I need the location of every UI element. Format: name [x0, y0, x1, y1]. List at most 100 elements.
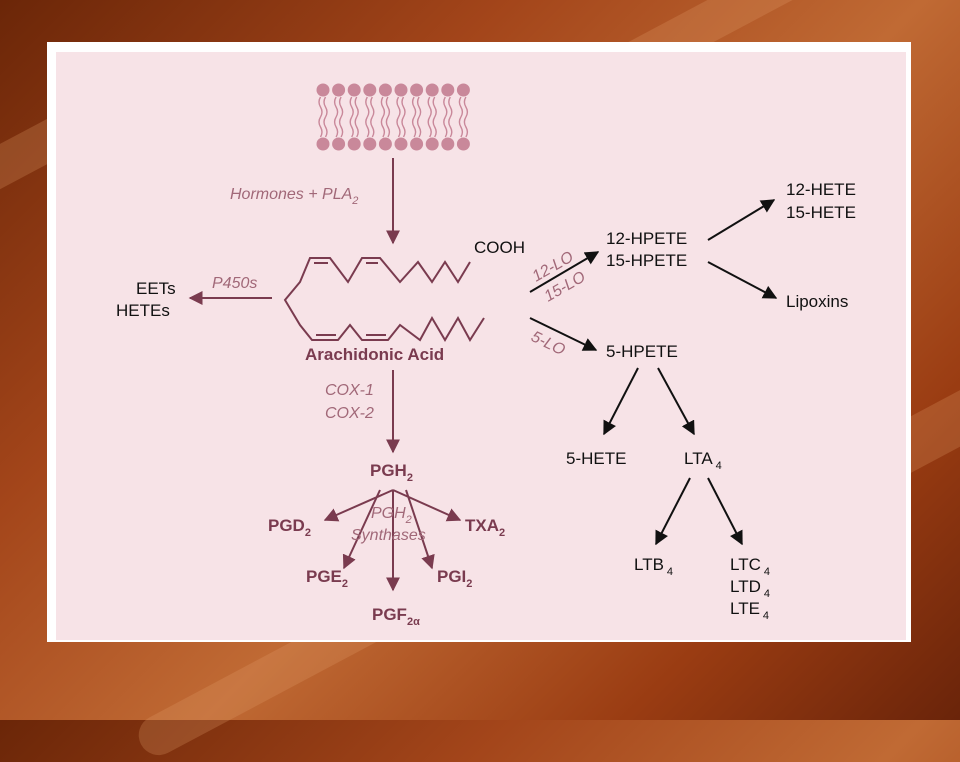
lipid-tail: [411, 116, 417, 138]
arrow-pgh2-to-pgd2: [323, 489, 394, 522]
5-hpete-label: 5-HPETE: [606, 342, 678, 361]
lipoxins-label: Lipoxins: [786, 292, 848, 311]
pgh2-label: PGH2: [370, 461, 413, 484]
lipid-tail: [432, 96, 437, 118]
lipid-tail: [349, 96, 354, 118]
lipid-tail: [365, 116, 370, 138]
lipid-head-top: [456, 83, 470, 97]
arrow-pgh2-to-pge2: [342, 489, 381, 570]
arachidonic-acid-structure-icon: [283, 257, 485, 342]
lipid-tail: [427, 96, 432, 118]
lipid-head-bottom: [347, 137, 361, 151]
cooh-label: COOH: [474, 238, 525, 257]
enzyme-cox2-label: COX-2: [325, 405, 374, 422]
lipid-tail: [370, 116, 375, 138]
lipid-tail: [333, 116, 339, 138]
lipid-tail: [427, 116, 432, 138]
lipid-tail: [338, 116, 344, 138]
lipid-head-top: [363, 83, 377, 97]
lipid-head-top: [378, 83, 392, 97]
lipid-head-bottom: [332, 137, 346, 151]
5-hete-label: 5-HETE: [566, 449, 626, 468]
pgi2-label: PGI2: [437, 567, 472, 590]
lipid-head-top: [441, 83, 455, 97]
lipid-tail: [323, 96, 328, 118]
lipid-head-bottom: [456, 137, 470, 151]
15-hete-label: 15-HETE: [786, 203, 856, 222]
lipid-tail: [432, 116, 437, 138]
lipid-tail: [385, 96, 391, 118]
lipid-head-top: [410, 83, 424, 97]
lipid-tail: [338, 96, 344, 118]
lipid-tail: [463, 116, 469, 138]
lipid-tail: [458, 96, 464, 118]
lipid-tail: [396, 116, 401, 138]
arrow-hpete-to-hete: [707, 199, 776, 241]
lipid-head-bottom: [378, 137, 392, 151]
lipid-tail: [396, 96, 401, 118]
lipid-head-top: [394, 83, 408, 97]
lipid-head-bottom: [425, 137, 439, 151]
lipid-tail: [349, 116, 354, 138]
lipid-tail: [416, 96, 422, 118]
enzyme-pgh2-synthases-label: PGH2: [371, 505, 412, 526]
pgd2-label: PGD2: [268, 516, 311, 539]
lipid-tail: [411, 96, 417, 118]
pgf2a-label: PGF2α: [372, 605, 420, 628]
arrow-lta4-to-ltb4: [655, 477, 691, 546]
lipid-tail: [354, 96, 359, 118]
15-hpete-label: 15-HPETE: [606, 251, 687, 270]
arrow-aa-to-12-15-hpete: [529, 251, 600, 293]
lipid-tail: [458, 116, 464, 138]
arrow-pgh2-to-txa2: [392, 489, 462, 522]
lipid-tail: [318, 96, 323, 118]
lipid-tail: [365, 96, 370, 118]
lipid-tail: [416, 116, 422, 138]
lipid-tail: [333, 96, 339, 118]
pathway-diagram: Hormones + PLA2 P450s COX-1 COX-2 12-LO …: [116, 83, 856, 628]
lipid-tail: [385, 116, 391, 138]
arachidonic-acid-label: Arachidonic Acid: [305, 345, 444, 364]
lipid-tail: [443, 116, 448, 138]
lipid-tail: [448, 96, 453, 118]
membrane-bilayer-icon: [316, 83, 470, 151]
arrow-pgh2-to-pgi2: [405, 489, 435, 570]
lipid-head-top: [332, 83, 346, 97]
lipid-head-bottom: [441, 137, 455, 151]
arrow-lta4-to-ltc4: [707, 477, 743, 546]
lipid-head-bottom: [410, 137, 424, 151]
pge2-label: PGE2: [306, 567, 348, 590]
arrow-aa-to-5-hpete: [529, 317, 598, 351]
lipid-tail: [463, 96, 469, 118]
lipid-tail: [318, 116, 323, 138]
lipid-tail: [401, 116, 406, 138]
enzyme-pla2-label: Hormones + PLA2: [230, 186, 358, 207]
diagram-panel: [56, 52, 906, 640]
enzyme-synthases-label: Synthases: [351, 527, 426, 544]
lipid-tail: [448, 116, 453, 138]
lipid-head-top: [347, 83, 361, 97]
lipid-tail: [380, 96, 386, 118]
12-hete-label: 12-HETE: [786, 180, 856, 199]
lipid-tail: [401, 96, 406, 118]
arrow-5hpete-to-5hete: [603, 367, 639, 436]
arrow-5hpete-to-lta4: [657, 367, 695, 436]
lipid-head-top: [425, 83, 439, 97]
eets-label: EETs: [136, 279, 176, 298]
lipid-head-bottom: [394, 137, 408, 151]
hetes-label: HETEs: [116, 301, 170, 320]
enzyme-cox1-label: COX-1: [325, 382, 374, 399]
12-hpete-label: 12-HPETE: [606, 229, 687, 248]
arrow-hpete-to-lipoxins: [707, 261, 778, 299]
lipid-tail: [354, 116, 359, 138]
lipid-tail: [380, 116, 386, 138]
txa2-label: TXA2: [465, 516, 505, 539]
lipid-tail: [443, 96, 448, 118]
enzyme-p450-label: P450s: [212, 275, 257, 292]
lipid-tail: [323, 116, 328, 138]
